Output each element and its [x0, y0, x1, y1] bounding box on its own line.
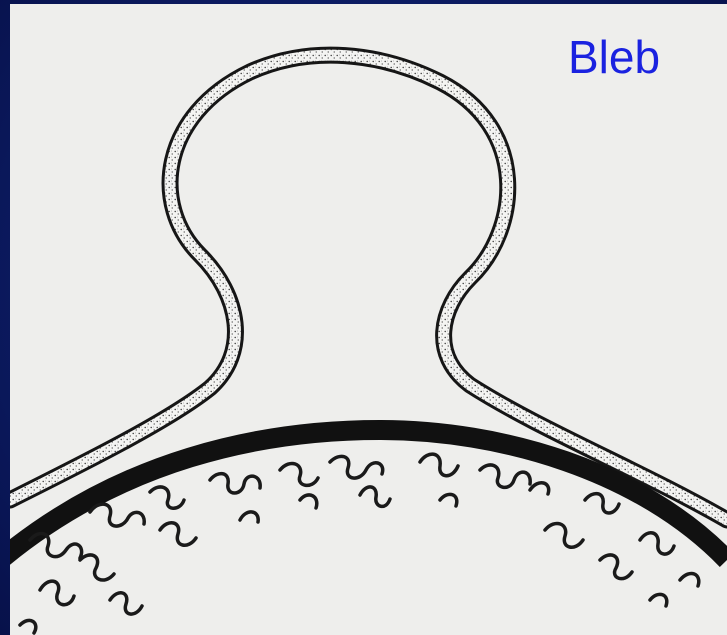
- bleb-drawing: [10, 4, 727, 635]
- bleb-label: Bleb: [568, 34, 660, 80]
- bleb-illustration: [10, 4, 727, 635]
